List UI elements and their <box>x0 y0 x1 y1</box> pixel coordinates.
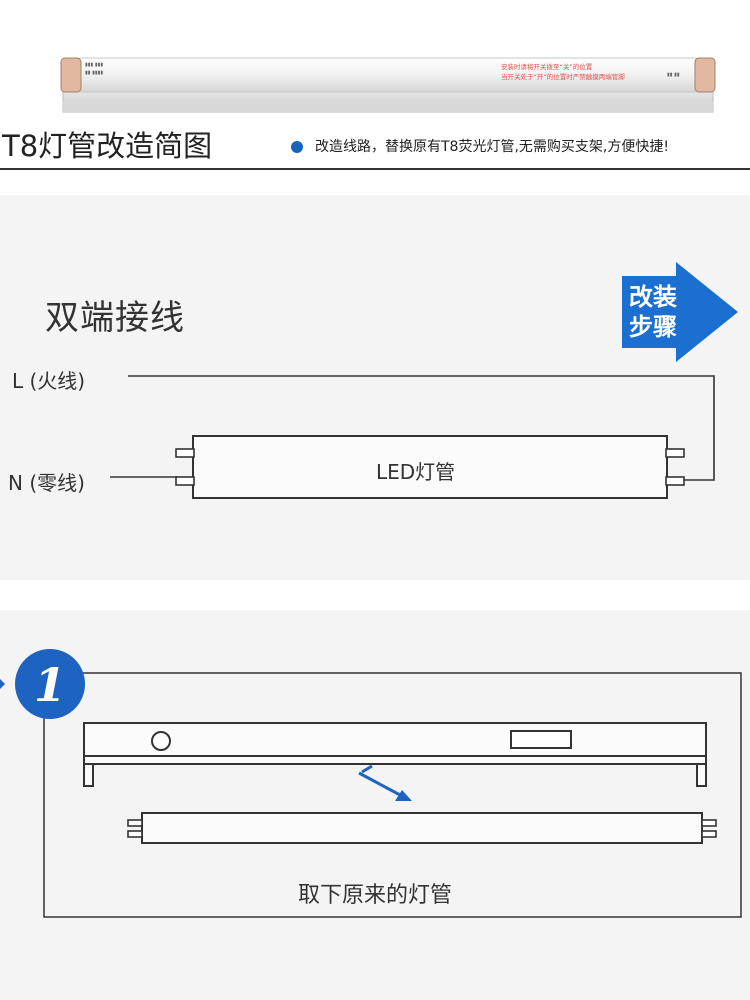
step-panel <box>0 610 750 1000</box>
product-photo: ▮▮▮ ▮▮▮ ▮▮ ▮▮▮▮ ▮▮ ▮▮ 安装时请将开关拨至“关”的位置 当开… <box>60 57 716 113</box>
photo-warning-line1: 安装时请将开关拨至“关”的位置 <box>501 62 593 71</box>
svg-text:▮▮▮ ▮▮▮: ▮▮▮ ▮▮▮ <box>85 62 103 68</box>
step-number-badge <box>15 649 85 719</box>
steps-arrow-icon <box>622 262 738 362</box>
page-description: 改造线路，替换原有T8荧光灯管,无需购买支架,方便快捷! <box>315 139 669 155</box>
live-label: L (火线) <box>12 369 86 393</box>
steps-badge-line2: 步骤 <box>629 313 677 341</box>
photo-warning-line2: 当开关处于“开”的位置时严禁触摸两端管脚 <box>501 72 625 81</box>
right-pins <box>665 448 685 486</box>
tube-label: LED灯管 <box>376 460 456 484</box>
wiring-diagram <box>110 375 715 499</box>
header-divider <box>0 168 750 170</box>
svg-text:▮▮ ▮▮: ▮▮ ▮▮ <box>667 72 680 78</box>
remove-arrow-icon <box>358 764 412 801</box>
live-wire <box>128 375 715 481</box>
left-pins <box>175 448 195 486</box>
bullet-dot-icon <box>291 141 303 153</box>
section-divider <box>0 580 750 610</box>
fixture-hole <box>151 731 171 751</box>
removed-tube <box>141 812 703 844</box>
neutral-label: N (零线) <box>8 471 85 495</box>
step-number: 1 <box>34 658 66 712</box>
step-frame <box>43 672 742 918</box>
steps-badge-line1: 改装 <box>629 283 677 311</box>
led-tube <box>192 435 668 499</box>
fixture-slot <box>510 730 572 749</box>
section-divider <box>0 195 750 235</box>
page-title: T8灯管改造简图 <box>2 129 213 163</box>
step1-caption: 取下原来的灯管 <box>297 883 452 908</box>
step1-diagram: 1 <box>0 649 742 918</box>
svg-text:▮▮ ▮▮▮▮: ▮▮ ▮▮▮▮ <box>85 70 103 76</box>
fixture-bracket <box>83 722 707 757</box>
wiring-title: 双端接线 <box>45 298 185 338</box>
